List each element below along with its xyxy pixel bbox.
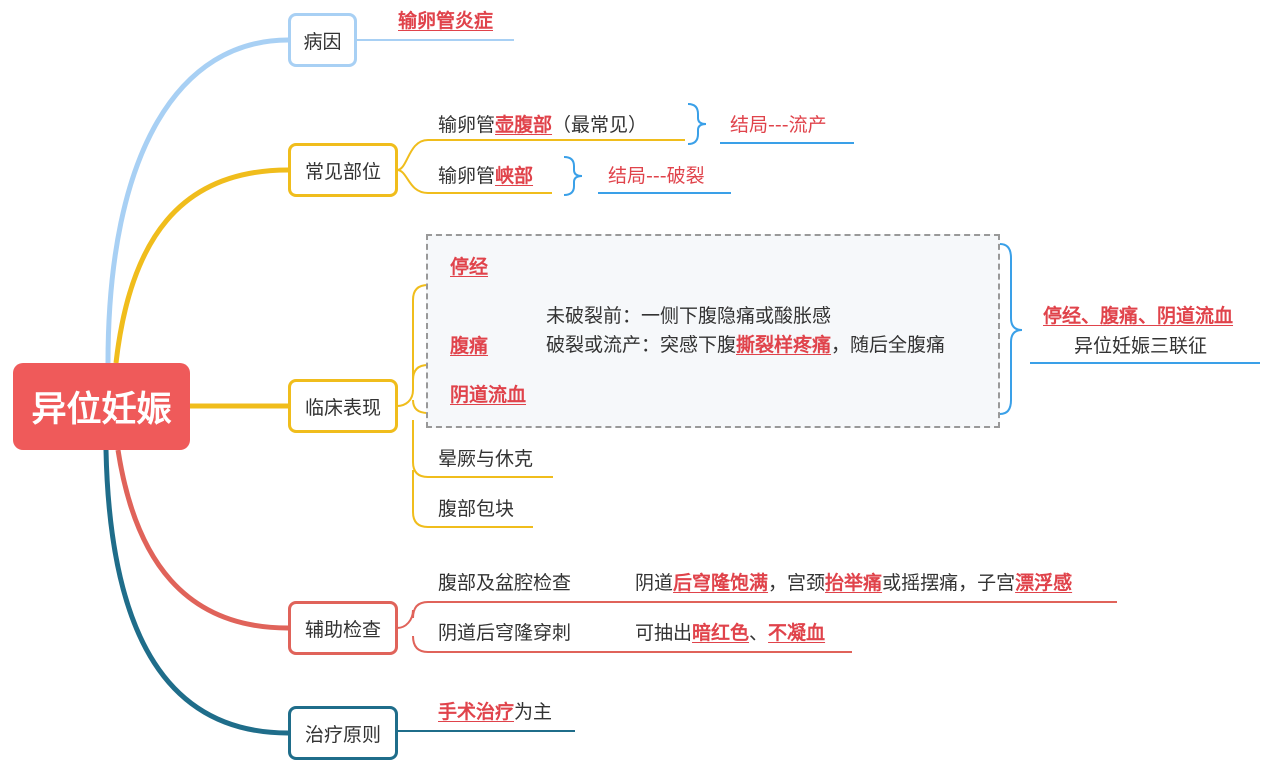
- clinical-mass[interactable]: 腹部包块: [438, 498, 515, 520]
- aux-exam-1-f6: 漂浮感: [1015, 572, 1073, 594]
- clinical-syncope[interactable]: 晕厥与休克: [438, 448, 534, 470]
- clinical-pain-label: 腹痛: [450, 335, 489, 357]
- node-cause-label: 病因: [303, 30, 342, 53]
- node-site-label: 常见部位: [304, 160, 381, 183]
- site-outcome-2[interactable]: 结局---破裂: [608, 165, 705, 187]
- node-site[interactable]: 常见部位: [288, 143, 398, 197]
- clinical-pain-detail-2-pre: 破裂或流产：突感下腹: [546, 334, 737, 356]
- aux-exam-puncture-findings[interactable]: 可抽出暗红色、不凝血: [635, 621, 825, 645]
- aux-connector: [396, 601, 1117, 653]
- aux-exam-2-f2: 暗红色: [692, 622, 750, 644]
- node-clinical-label: 临床表现: [304, 396, 381, 419]
- treat-highlight: 手术治疗: [438, 701, 515, 723]
- branch-line-cause: [105, 37, 289, 364]
- aux-exam-pelvic-findings[interactable]: 阴道后穹隆饱满，宫颈抬举痛或摇摆痛，子宫漂浮感: [635, 571, 1072, 595]
- clinical-connector: [396, 284, 988, 528]
- treat-content[interactable]: 手术治疗为主: [438, 700, 552, 724]
- root-node[interactable]: 异位妊娠: [13, 363, 190, 450]
- clinical-amenorrhea-text: 停经: [450, 256, 489, 278]
- triad-title-text: 停经、腹痛、阴道流血: [1043, 305, 1234, 327]
- site-item-2-pre: 输卵管: [438, 165, 496, 187]
- root-label: 异位妊娠: [31, 390, 172, 430]
- branch-line-aux: [115, 449, 289, 631]
- triad-title[interactable]: 停经、腹痛、阴道流血: [1043, 304, 1233, 328]
- brace-triad: [999, 243, 1023, 415]
- node-treat[interactable]: 治疗原则: [288, 706, 398, 760]
- site-item-ampulla[interactable]: 输卵管壶腹部（最常见）: [438, 113, 647, 137]
- aux-exam-1-f1: 阴道: [635, 572, 674, 594]
- clinical-pain[interactable]: 腹痛: [450, 334, 488, 358]
- cause-content[interactable]: 输卵管炎症: [398, 9, 493, 33]
- aux-exam-puncture[interactable]: 阴道后穹隆穿刺: [438, 622, 572, 644]
- clinical-pain-detail-2-post: ，随后全腹痛: [831, 334, 946, 356]
- node-aux[interactable]: 辅助检查: [288, 601, 398, 655]
- clinical-pain-detail-2-highlight: 撕裂样疼痛: [736, 334, 832, 356]
- node-clinical[interactable]: 临床表现: [288, 379, 398, 433]
- clinical-bleeding-text: 阴道流血: [450, 384, 527, 406]
- branch-line-site: [113, 167, 289, 364]
- clinical-bleeding[interactable]: 阴道流血: [450, 383, 526, 407]
- node-aux-label: 辅助检查: [304, 618, 381, 641]
- aux-exam-1-f2: 后穹隆饱满: [673, 572, 769, 594]
- aux-exam-pelvic[interactable]: 腹部及盆腔检查: [438, 572, 572, 594]
- clinical-pain-detail-2[interactable]: 破裂或流产：突感下腹撕裂样疼痛，随后全腹痛: [546, 333, 945, 357]
- cause-text: 输卵管炎症: [398, 10, 494, 32]
- clinical-amenorrhea[interactable]: 停经: [450, 255, 488, 279]
- site-connector: [396, 139, 685, 194]
- aux-exam-1-f5: 或摇摆痛，子宫: [882, 572, 1016, 594]
- aux-exam-2-f1: 可抽出: [635, 622, 693, 644]
- aux-exam-1-f3: ，宫颈: [768, 572, 826, 594]
- branch-line-treat: [103, 449, 289, 736]
- brace-outcome-1: [687, 103, 707, 145]
- site-item-isthmus[interactable]: 输卵管峡部: [438, 164, 533, 188]
- aux-exam-2-f3: 、: [749, 622, 769, 644]
- triad-group-box: [426, 234, 1000, 428]
- node-treat-label: 治疗原则: [304, 723, 381, 746]
- aux-exam-1-f4: 抬举痛: [825, 572, 883, 594]
- clinical-pain-detail-1[interactable]: 未破裂前：一侧下腹隐痛或酸胀感: [546, 305, 832, 327]
- site-item-1-highlight: 壶腹部: [495, 114, 553, 136]
- treat-post: 为主: [514, 701, 553, 723]
- site-item-1-post: （最常见）: [552, 114, 648, 136]
- site-outcome-1[interactable]: 结局---流产: [730, 114, 827, 136]
- site-item-1-pre: 输卵管: [438, 114, 496, 136]
- aux-exam-2-f4: 不凝血: [768, 622, 826, 644]
- triad-caption[interactable]: 异位妊娠三联征: [1074, 335, 1208, 357]
- site-item-2-highlight: 峡部: [495, 165, 534, 187]
- node-cause[interactable]: 病因: [288, 13, 357, 67]
- brace-outcome-2: [563, 156, 583, 196]
